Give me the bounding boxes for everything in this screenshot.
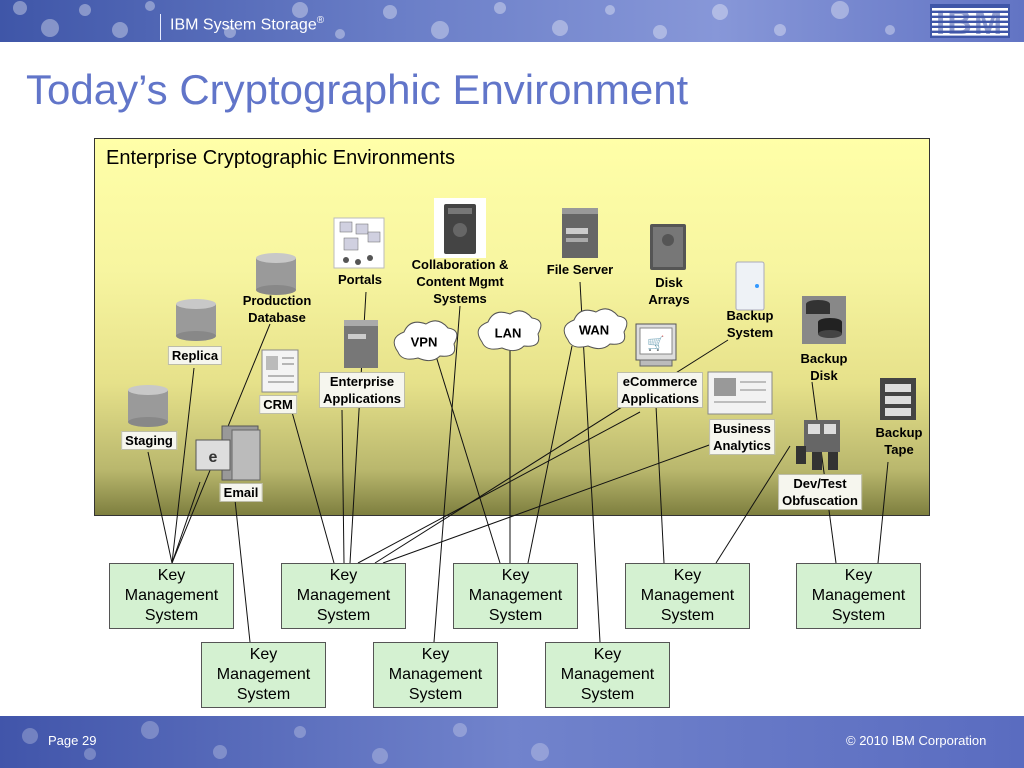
header-product-title: IBM System Storage® (170, 15, 325, 34)
replica-database-icon (176, 299, 216, 341)
ecommerce-terminal-icon: 🛒 (635, 323, 677, 367)
email-server-icon: e (195, 425, 261, 481)
footer-page-number: Page 29 (48, 733, 97, 748)
header-divider (160, 14, 161, 40)
page-title: Today’s Cryptographic Environment (26, 66, 689, 113)
portals-icon (333, 217, 385, 269)
wan-cloud-icon (563, 308, 628, 350)
svg-text:🛒: 🛒 (647, 335, 664, 352)
crm-icon (261, 349, 299, 393)
environment-title: Enterprise Cryptographic Environments (106, 147, 456, 169)
ibm-logo-text: IBM (936, 4, 1004, 38)
connection-lines (147, 281, 889, 643)
footer-pattern (22, 721, 549, 764)
collaboration-server-icon (434, 198, 486, 258)
backup-disk-icon (802, 296, 846, 344)
backup-system-icon (735, 261, 765, 311)
email-label: Email (219, 483, 263, 502)
header-pattern (13, 1, 895, 39)
crm-label: CRM (259, 395, 297, 414)
footer-copyright: © 2010 IBM Corporation (846, 733, 987, 748)
svg-text:e: e (209, 449, 218, 466)
replica-label: Replica (167, 346, 223, 365)
file-server-label: File Server (546, 262, 614, 277)
production-database-icon (256, 253, 296, 295)
backup-tape-icon (880, 378, 916, 420)
wan-label: WAN (578, 322, 610, 338)
vpn-cloud-icon (393, 320, 458, 362)
dev-test-icon (796, 420, 840, 470)
staging-database-icon (128, 385, 168, 427)
enterprise-applications-icon (344, 320, 378, 368)
lan-label: LAN (494, 325, 522, 341)
vpn-label: VPN (410, 334, 438, 350)
staging-label: Staging (121, 431, 177, 450)
ibm-logo: IBM (930, 4, 1010, 38)
file-server-icon (562, 208, 598, 258)
footer-bar (0, 716, 1024, 768)
business-analytics-icon (707, 371, 773, 415)
lan-cloud-icon (477, 310, 542, 352)
disk-array-icon (650, 224, 686, 270)
portals-label: Portals (337, 272, 383, 287)
header-bar (0, 0, 1024, 42)
